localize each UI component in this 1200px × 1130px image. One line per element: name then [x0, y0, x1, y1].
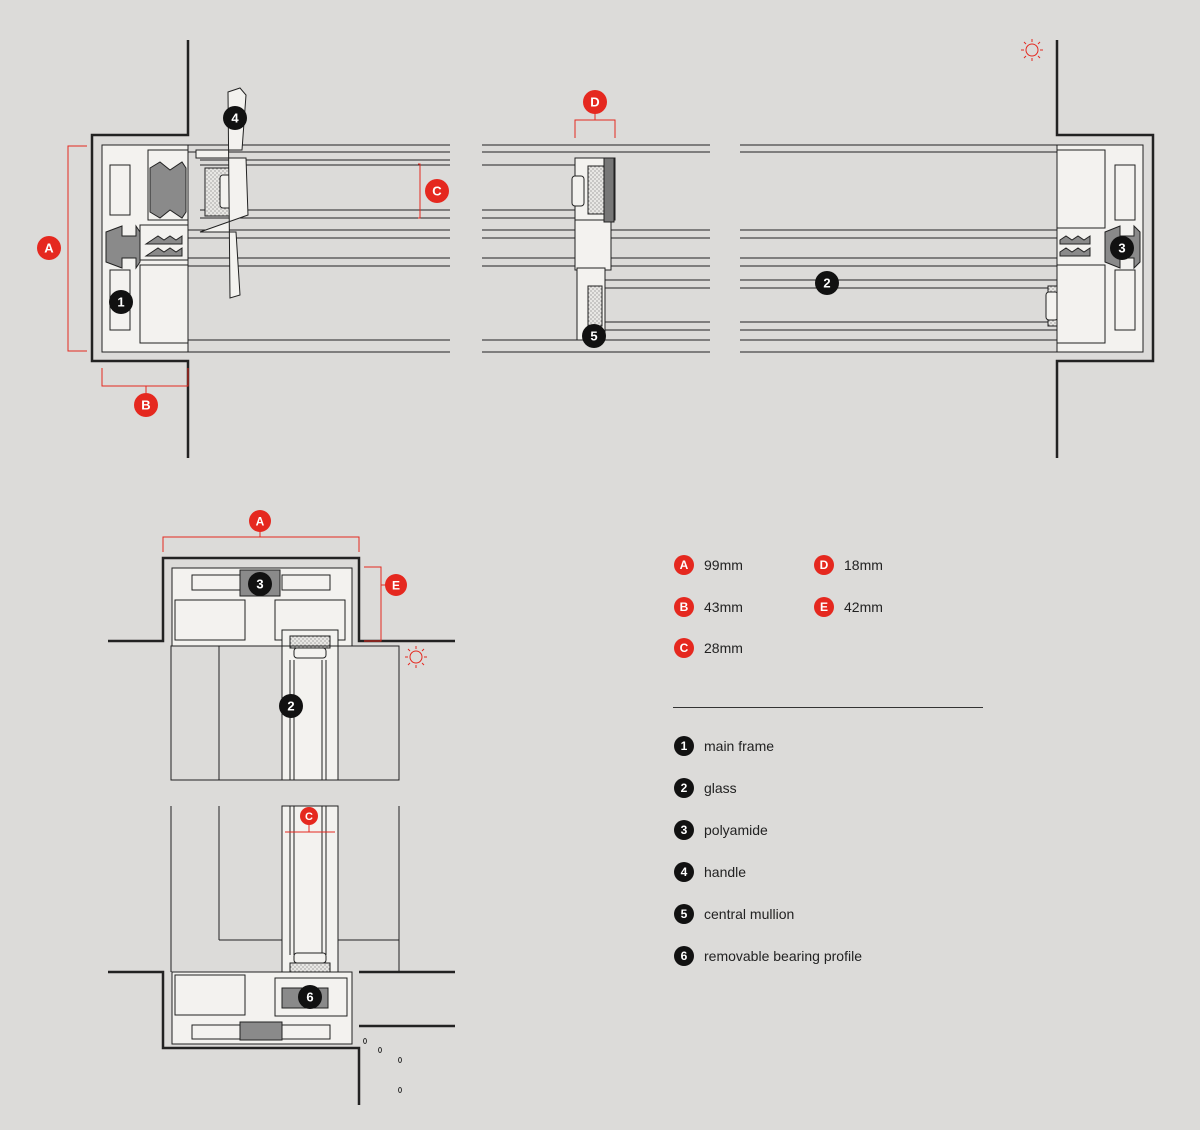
svg-text:2: 2 — [287, 699, 294, 714]
marker-c-top: C — [425, 179, 449, 203]
svg-text:3: 3 — [256, 577, 263, 592]
dim-a-top — [67, 145, 87, 352]
bottom-dimensions — [162, 530, 388, 833]
rain-drops-icon — [363, 1038, 402, 1093]
markers: 1 4 5 2 3 3 2 6 A B C D A E C — [37, 90, 1134, 1009]
horizontal-section — [90, 40, 1155, 458]
svg-text:C: C — [305, 811, 313, 823]
sash-lines-middle — [482, 144, 710, 353]
left-gaskets — [144, 235, 183, 257]
sash-lines-right — [740, 144, 1075, 353]
svg-text:A: A — [256, 515, 265, 529]
marker-a-top: A — [37, 236, 61, 260]
svg-text:4: 4 — [231, 111, 239, 126]
dim-d-top — [574, 119, 616, 138]
sill-polyamide — [239, 1021, 283, 1041]
left-polyamide — [105, 161, 187, 270]
right-frame — [1056, 144, 1144, 353]
svg-text:1: 1 — [117, 295, 124, 310]
svg-text:B: B — [141, 398, 150, 413]
svg-text:E: E — [392, 579, 400, 593]
wall-right — [1055, 40, 1155, 458]
marker-2-top: 2 — [815, 271, 839, 295]
sun-icon — [405, 646, 427, 668]
marker-5-top: 5 — [582, 324, 606, 348]
marker-e-bottom: E — [385, 574, 407, 596]
svg-text:3: 3 — [1118, 241, 1125, 256]
marker-d-top: D — [583, 90, 607, 114]
marker-6-bottom: 6 — [298, 985, 322, 1009]
svg-text:A: A — [44, 241, 54, 256]
sun-icon — [1021, 39, 1043, 61]
marker-4-top: 4 — [223, 106, 247, 130]
marker-3-bottom: 3 — [248, 572, 272, 596]
top-dimensions — [67, 112, 616, 396]
dim-b-top — [101, 368, 189, 387]
marker-b-top: B — [134, 393, 158, 417]
vertical-section — [108, 556, 455, 1105]
head-frame — [171, 567, 353, 781]
marker-2-bottom: 2 — [279, 694, 303, 718]
svg-text:2: 2 — [823, 276, 830, 291]
marker-c-bottom: C — [300, 807, 318, 825]
sill-wall — [108, 970, 361, 1105]
svg-text:6: 6 — [306, 990, 313, 1005]
sash-lines-left — [188, 144, 450, 353]
marker-1-top: 1 — [109, 290, 133, 314]
inner-wall — [170, 645, 400, 781]
marker-3-top: 3 — [1110, 236, 1134, 260]
marker-a-bottom: A — [249, 510, 271, 532]
handle — [195, 87, 249, 299]
svg-text:D: D — [590, 95, 599, 110]
svg-text:5: 5 — [590, 329, 597, 344]
svg-text:C: C — [432, 184, 442, 199]
dim-c-top — [418, 163, 421, 219]
